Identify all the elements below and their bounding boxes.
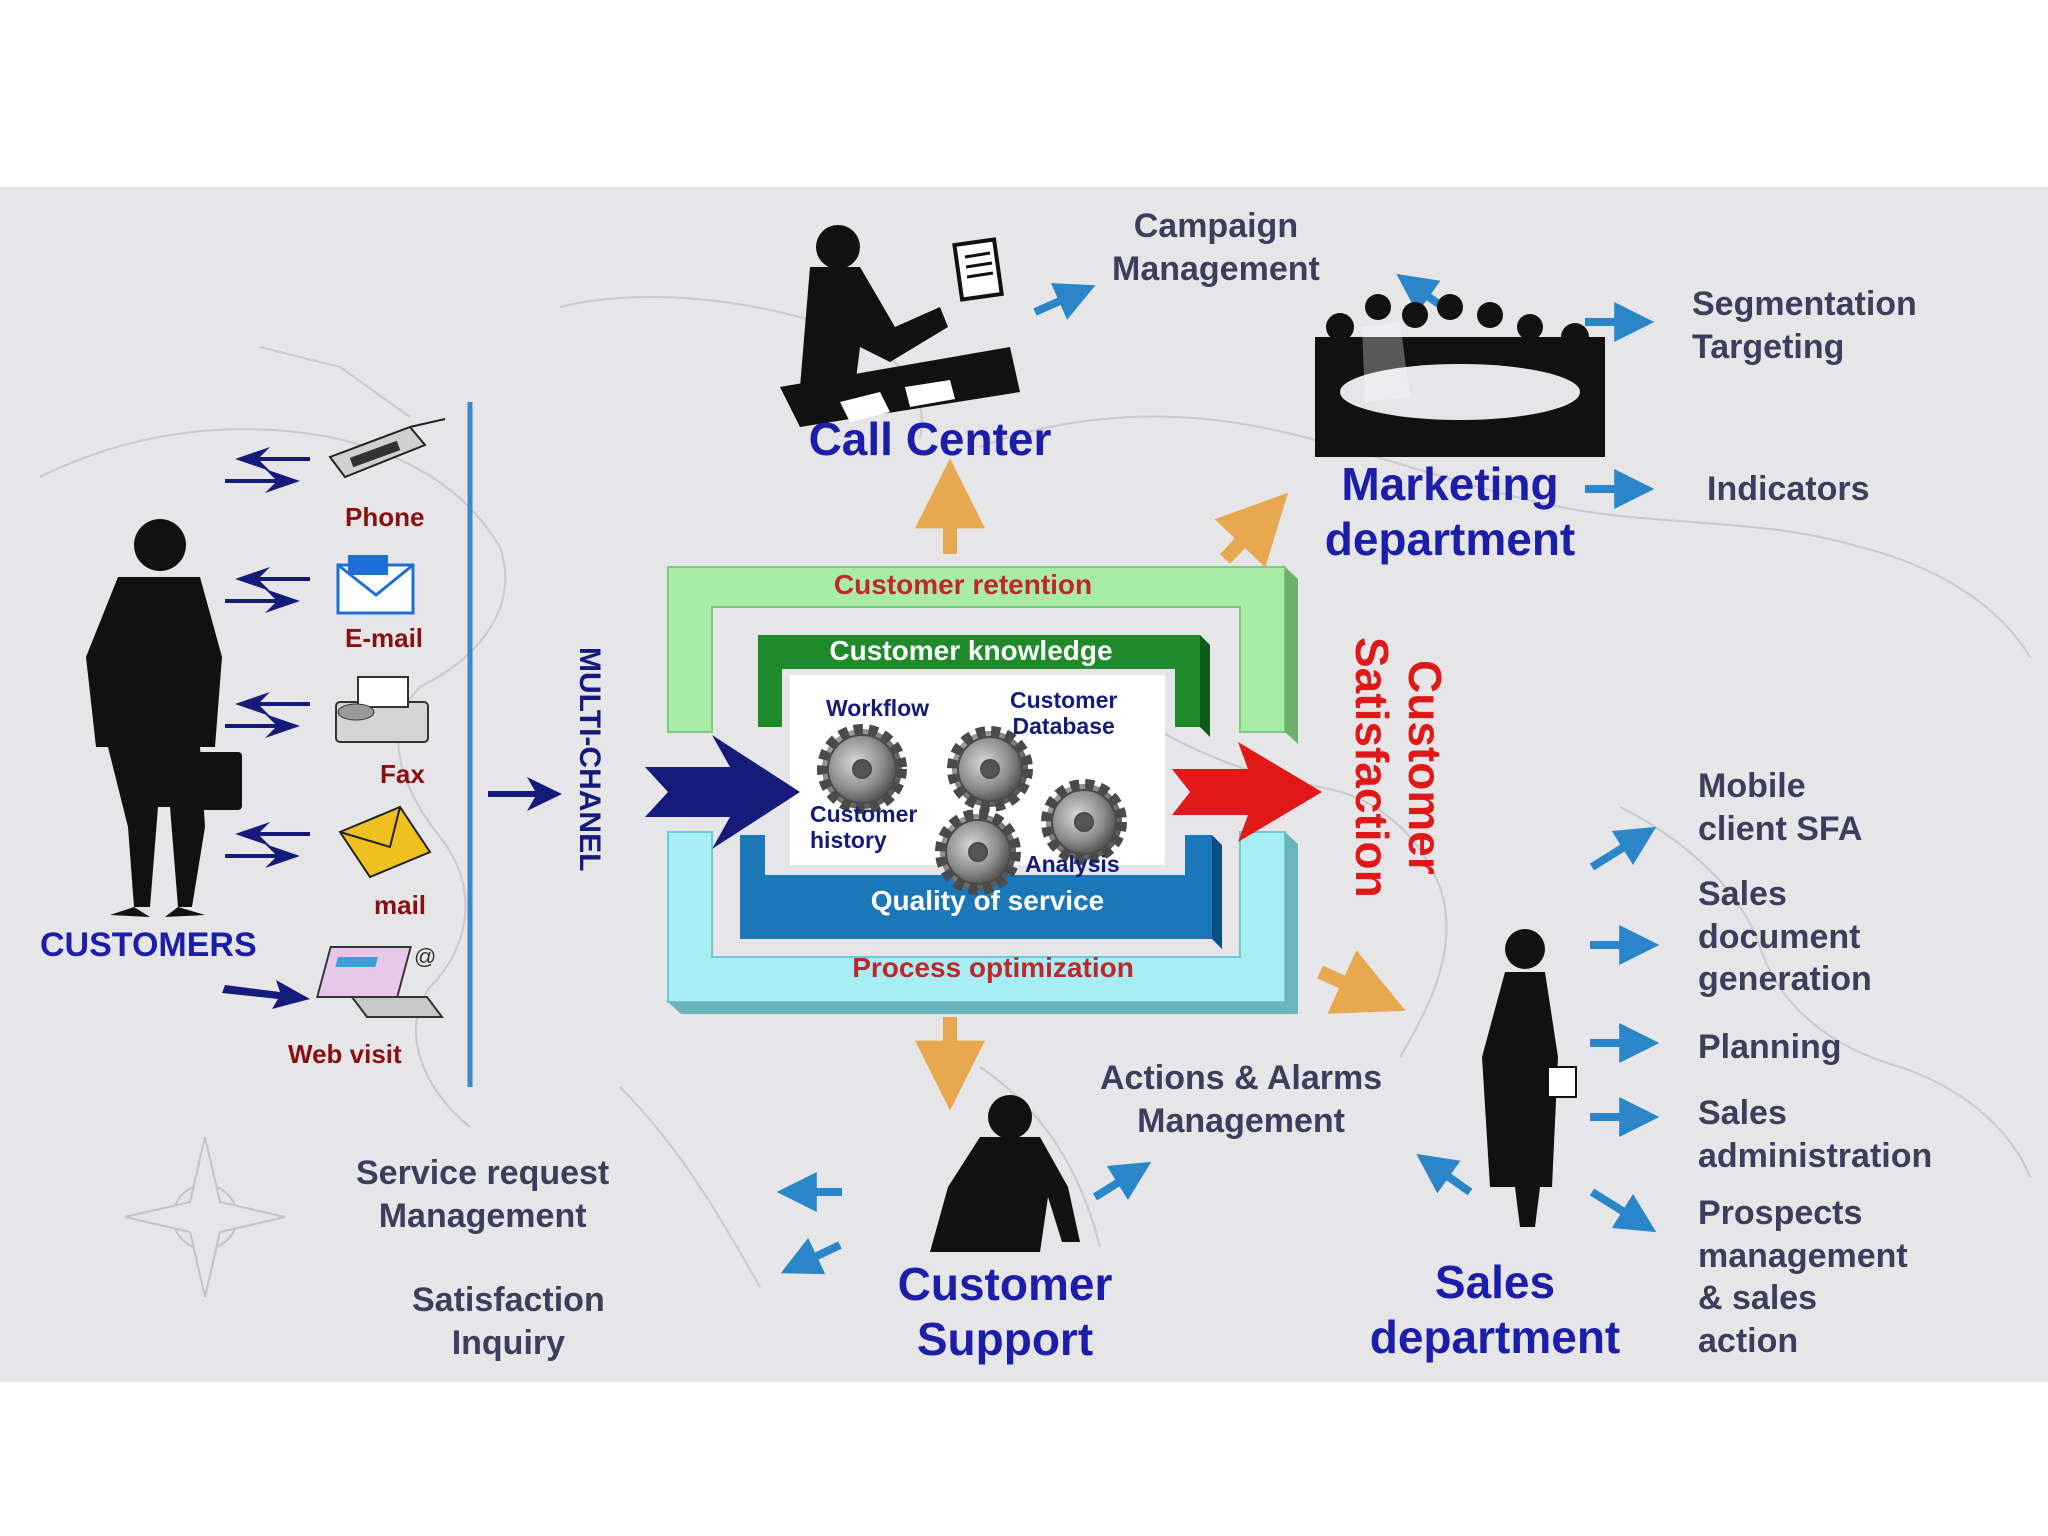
crm-diagram: @ bbox=[0, 187, 2048, 1382]
compass-rose bbox=[124, 1136, 286, 1298]
call-center-agent-silhouette bbox=[780, 225, 1020, 427]
fax-icon bbox=[335, 676, 429, 743]
satisfaction-arrow bbox=[1172, 742, 1322, 842]
customers-label: CUSTOMERS bbox=[40, 926, 257, 964]
sales-item-administration: Sales administration bbox=[1698, 1094, 1933, 1175]
channel-label-phone: Phone bbox=[345, 502, 425, 532]
channel-label-fax: Fax bbox=[380, 759, 425, 789]
support-agent-silhouette bbox=[930, 1095, 1080, 1252]
gear-label-analysis: Analysis bbox=[1025, 851, 1120, 877]
customer-support-title: Customer Support bbox=[897, 1258, 1113, 1366]
svg-text:@: @ bbox=[414, 944, 436, 969]
gear-label-database: Customer Database bbox=[1010, 687, 1118, 740]
channel-label-web-visit: Web visit bbox=[288, 1039, 402, 1069]
service-request-management-label: Service request Management bbox=[356, 1154, 610, 1235]
indicators-label: Indicators bbox=[1707, 470, 1870, 508]
orange-arrows bbox=[915, 458, 1406, 1111]
satisfaction-inquiry-label: Satisfaction Inquiry bbox=[412, 1281, 605, 1362]
marketing-meeting-silhouette bbox=[1315, 294, 1605, 457]
mail-envelope-icon bbox=[338, 805, 432, 879]
multichannel-label: MULTI-CHANEL bbox=[573, 647, 606, 872]
channel-label-email: E-mail bbox=[345, 623, 424, 653]
phone-icon bbox=[328, 418, 446, 479]
campaign-management-label: Campaign Management bbox=[1112, 207, 1320, 288]
sales-item-mobile-sfa: Mobile client SFA bbox=[1698, 767, 1863, 848]
gear-label-workflow: Workflow bbox=[826, 695, 930, 721]
blue-arrows bbox=[776, 273, 1660, 1275]
gear-cluster bbox=[817, 724, 1127, 895]
call-center-title: Call Center bbox=[808, 413, 1052, 465]
email-icon bbox=[336, 555, 415, 615]
customer-satisfaction-label: Customer Satisfaction bbox=[1345, 637, 1451, 898]
diagram-graphics: @ bbox=[39, 225, 2031, 1298]
world-map-background bbox=[39, 296, 2031, 1288]
web-computer-icon: @ bbox=[315, 944, 444, 1018]
businessman-silhouette bbox=[86, 519, 242, 917]
process-optimization-label: Process optimization bbox=[852, 952, 1134, 983]
quality-of-service-label: Quality of service bbox=[870, 885, 1105, 916]
input-arrow bbox=[645, 735, 800, 849]
channel-label-mail: mail bbox=[374, 890, 427, 920]
actions-alarms-management-label: Actions & Alarms Management bbox=[1100, 1059, 1383, 1140]
sales-department-title: Sales department bbox=[1369, 1256, 1621, 1364]
sales-item-document-generation: Sales document generation bbox=[1698, 875, 1872, 998]
sales-item-prospects: Prospects management & sales action bbox=[1698, 1194, 1908, 1360]
marketing-department-title: Marketing department bbox=[1324, 458, 1576, 566]
segmentation-targeting-label: Segmentation Targeting bbox=[1692, 285, 1917, 366]
channel-arrows bbox=[222, 447, 562, 1009]
gear-label-history: Customer history bbox=[810, 801, 918, 854]
saleswoman-silhouette bbox=[1482, 929, 1577, 1227]
customer-retention-label: Customer retention bbox=[833, 569, 1093, 600]
sales-item-planning: Planning bbox=[1698, 1028, 1842, 1066]
customer-knowledge-label: Customer knowledge bbox=[829, 635, 1113, 666]
